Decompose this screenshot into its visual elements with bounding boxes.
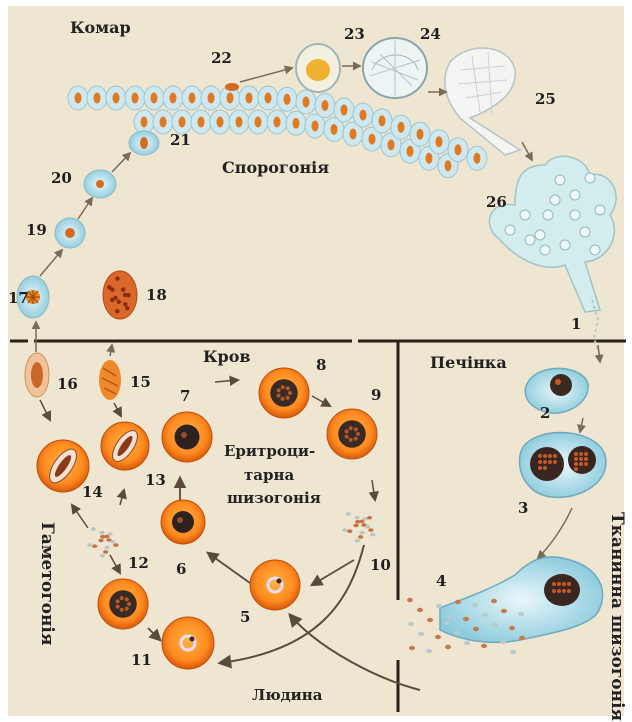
- rbc-12-schizont: [98, 579, 148, 629]
- label-blood: Кров: [203, 347, 251, 366]
- stage-number-21: 21: [170, 131, 191, 149]
- label-erythrocytic-3: шизогонія: [227, 489, 321, 507]
- stage-number-10: 10: [370, 556, 391, 574]
- label-sporogony: Спорогонія: [222, 158, 329, 177]
- stage-number-7: 7: [180, 387, 190, 405]
- stage-number-20: 20: [51, 169, 72, 187]
- stage-number-25: 25: [535, 90, 556, 108]
- stage-number-26: 26: [486, 193, 507, 211]
- stage-number-2: 2: [540, 404, 550, 422]
- gametocyte-16: [25, 353, 49, 397]
- stage-number-9: 9: [371, 386, 381, 404]
- rbc-7: [162, 412, 212, 462]
- oocyst-24: [363, 38, 427, 98]
- stage-number-16: 16: [57, 375, 78, 393]
- macrogamete-18: [103, 271, 137, 319]
- stage-number-22: 22: [211, 49, 232, 67]
- label-human: Людина: [252, 686, 323, 704]
- stage-number-8: 8: [316, 356, 326, 374]
- stage-number-4: 4: [436, 572, 446, 590]
- stage-number-14: 14: [82, 483, 103, 501]
- rbc-13: [101, 422, 149, 470]
- stage-number-3: 3: [518, 499, 528, 517]
- stage-number-17: 17: [8, 289, 29, 307]
- oocyst-23: [296, 44, 340, 92]
- stage-number-18: 18: [146, 286, 167, 304]
- label-mosquito: Комар: [70, 18, 131, 37]
- label-erythrocytic-1: Еритроци-: [224, 442, 315, 460]
- label-tissue-schizogony: Тканинна шизогонія: [607, 512, 627, 721]
- ookinete-21: [129, 131, 159, 155]
- stage-number-23: 23: [344, 25, 365, 43]
- stage-number-1: 1: [571, 315, 581, 333]
- label-gametogony: Гаметогонія: [37, 522, 57, 645]
- stage-number-13: 13: [145, 471, 166, 489]
- ookinete-22: [225, 83, 239, 91]
- stage-number-12: 12: [128, 554, 149, 572]
- rbc-9: [327, 409, 377, 459]
- stage-number-6: 6: [176, 560, 186, 578]
- label-liver: Печінка: [430, 353, 507, 372]
- rbc-6: [161, 500, 205, 544]
- rbc-5: [250, 560, 300, 610]
- stage-number-11: 11: [131, 651, 152, 669]
- stage-number-19: 19: [26, 221, 47, 239]
- gametocyte-15: [99, 360, 121, 400]
- label-erythrocytic-2: тарна: [244, 466, 294, 484]
- stage-number-24: 24: [420, 25, 441, 43]
- rbc-8: [259, 368, 309, 418]
- rbc-11: [162, 617, 214, 669]
- stage-number-15: 15: [130, 373, 151, 391]
- stage-number-5: 5: [240, 608, 250, 626]
- ookinete-19: [55, 218, 85, 248]
- ookinete-20: [84, 170, 116, 198]
